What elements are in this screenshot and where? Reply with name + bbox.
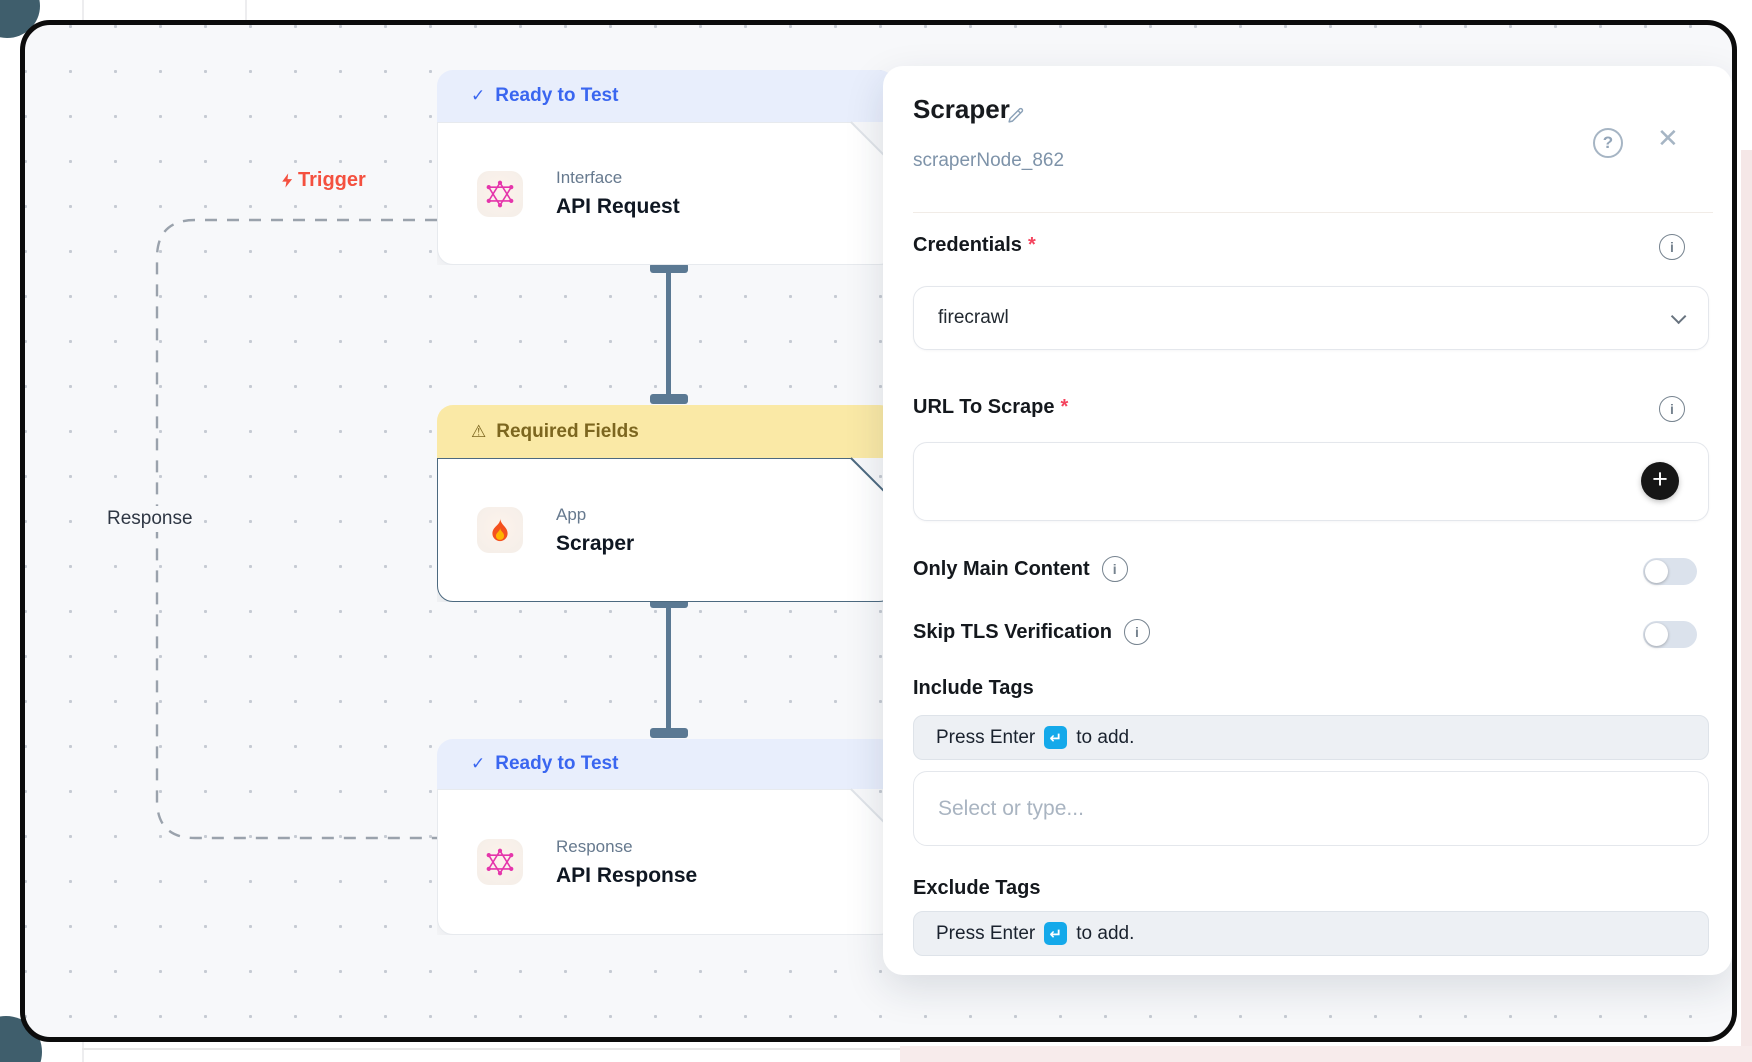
edit-title-icon[interactable] [1005, 104, 1027, 131]
response-edge-label: Response [99, 506, 201, 532]
graphql-icon [477, 171, 523, 217]
node-title: API Request [556, 195, 680, 218]
url-label: URL To Scrape* [913, 396, 1069, 418]
node-type-label: App [556, 504, 587, 524]
node-connector [666, 606, 671, 730]
info-icon[interactable] [1659, 234, 1685, 260]
node-api-request[interactable]: Ready to Test [437, 70, 896, 265]
status-badge: Ready to Test [437, 70, 895, 122]
workflow-canvas[interactable]: Response Trigger Ready to Test [20, 20, 1737, 1042]
node-port [650, 394, 688, 404]
skip-tls-toggle[interactable] [1643, 621, 1697, 648]
only-main-content-toggle[interactable] [1643, 558, 1697, 585]
toggle-knob [1645, 560, 1668, 583]
node-id: scraperNode_862 [913, 150, 1065, 171]
fire-icon [477, 507, 523, 553]
node-connector [666, 271, 671, 396]
node-api-response[interactable]: Ready to Test [437, 739, 896, 935]
page-edge-tint [900, 1046, 1752, 1062]
only-main-content-label: Only Main Content [913, 556, 1128, 582]
node-type-label: Response [556, 836, 633, 856]
trigger-label: Trigger [279, 169, 366, 192]
exclude-tags-label: Exclude Tags [913, 877, 1041, 899]
help-icon[interactable] [1593, 128, 1623, 158]
node-type-label: Interface [556, 168, 623, 187]
check-icon [471, 753, 485, 775]
node-config-panel: Scraper scraperNode_862 Credentials* [883, 66, 1732, 975]
node-title: Scraper [556, 531, 635, 555]
lightning-icon [282, 173, 293, 188]
node-port [650, 728, 688, 738]
check-icon [471, 85, 485, 107]
graphql-icon [477, 839, 523, 885]
info-icon[interactable] [1123, 619, 1150, 645]
credentials-label: Credentials* [913, 234, 1036, 256]
enter-key-icon [1044, 922, 1068, 945]
node-title: API Response [556, 863, 698, 887]
node-port [650, 598, 688, 608]
exclude-tags-hint: Press Enter to add. [913, 911, 1709, 956]
page-grid-line [245, 0, 247, 22]
url-input[interactable] [913, 442, 1709, 521]
enter-key-icon [1044, 726, 1068, 749]
add-variable-button[interactable] [1641, 462, 1679, 500]
include-tags-input[interactable] [913, 771, 1709, 846]
info-icon[interactable] [1101, 556, 1128, 582]
include-tags-hint: Press Enter to add. [913, 715, 1709, 760]
close-icon[interactable] [1657, 124, 1679, 154]
node-scraper[interactable]: Required Fields App Scraper [437, 405, 896, 602]
include-tags-label: Include Tags [913, 677, 1034, 699]
info-icon[interactable] [1659, 396, 1685, 422]
chevron-down-icon [1670, 308, 1687, 324]
toggle-knob [1645, 623, 1668, 646]
credentials-select[interactable]: firecrawl [913, 286, 1709, 350]
status-badge: Required Fields [437, 405, 895, 458]
panel-title: Scraper [913, 94, 1010, 124]
page-edge-tint [1741, 150, 1752, 1062]
node-port [650, 263, 688, 273]
skip-tls-label: Skip TLS Verification [913, 619, 1150, 645]
divider [913, 212, 1713, 213]
warning-icon [471, 421, 486, 443]
status-badge: Ready to Test [437, 739, 895, 789]
